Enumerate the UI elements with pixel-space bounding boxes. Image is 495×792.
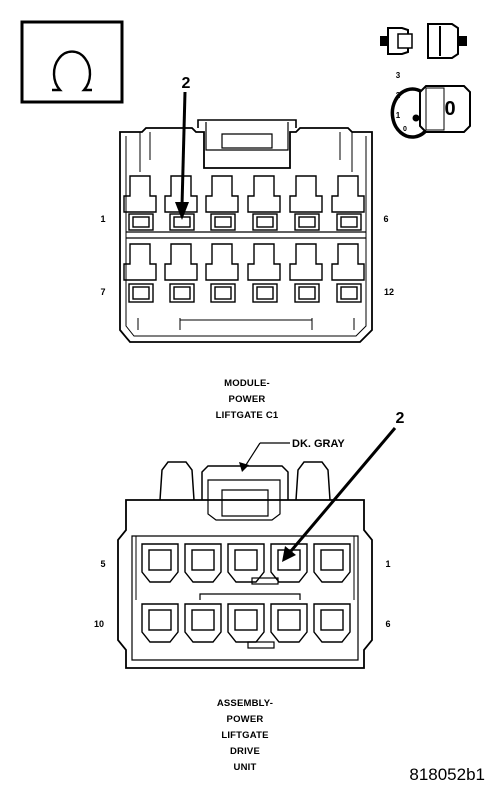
cavity-outline [289, 243, 323, 303]
cavity-outline [270, 603, 308, 643]
caption-line: LIFTGATE C1 [215, 410, 279, 421]
cavity-outline [289, 175, 323, 231]
cavity-outline [164, 243, 198, 303]
connector-drive-caption: ASSEMBLY- POWER LIFTGATE DRIVE UNIT [145, 696, 345, 776]
ignition-position-label: 1 [396, 111, 401, 120]
cavity-outline [247, 175, 281, 231]
pin-number-label: 12 [384, 287, 394, 297]
cavity-outline [123, 175, 157, 231]
cavity-outline [184, 603, 222, 643]
ignition-key-label: 0 [444, 98, 455, 120]
color-label: DK. GRAY [292, 438, 345, 450]
connector-drive-housing [117, 461, 373, 669]
caption-line: ASSEMBLY- [216, 698, 274, 709]
pin-number-label: 10 [94, 619, 104, 629]
cavity-outline [141, 603, 179, 643]
ignition-position-label: 2 [396, 91, 401, 100]
pin-number-label: 7 [100, 287, 105, 297]
pin-number-label: 5 [100, 559, 105, 569]
caption-line: MODULE- [224, 378, 270, 389]
cavity-outline [227, 603, 265, 643]
ignition-position-label: 3 [396, 71, 401, 80]
cavity-outline [205, 175, 239, 231]
pin-number-label: 1 [100, 214, 105, 224]
connector-disconnect-icon [380, 23, 467, 59]
caption-line: POWER [226, 714, 264, 725]
connector-drive-cavities [141, 543, 351, 649]
pin-number-label: 1 [385, 559, 390, 569]
callout-number: 2 [396, 410, 405, 427]
cavity-outline [227, 543, 265, 583]
cavity-outline [331, 175, 365, 231]
cavity-outline [313, 543, 351, 583]
connector-c1-housing [119, 119, 373, 343]
caption-line: LIFTGATE [221, 730, 269, 741]
cavity-outline [141, 543, 179, 583]
connector-c1-cavities [123, 175, 365, 303]
color-callout-leader [239, 442, 290, 472]
pin-number-label: 6 [383, 214, 388, 224]
cavity-outline [123, 243, 157, 303]
caption-line: UNIT [233, 762, 257, 773]
callout-arrow [175, 91, 189, 220]
cavity-outline [247, 243, 281, 303]
caption-line: POWER [228, 394, 266, 405]
cavity-outline [331, 243, 365, 303]
connector-c1-caption: MODULE- POWER LIFTGATE C1 [147, 376, 347, 424]
callout-number: 2 [182, 75, 191, 92]
callout-arrow [282, 427, 397, 562]
ignition-key-icon [390, 85, 471, 139]
cavity-outline [205, 243, 239, 303]
cavity-outline [184, 543, 222, 583]
figure-id: 818052b1 [409, 765, 485, 784]
ohm-symbol-icon [20, 20, 124, 104]
caption-line: DRIVE [229, 746, 261, 757]
cavity-outline [313, 603, 351, 643]
pin-number-label: 6 [385, 619, 390, 629]
ignition-position-label: 0 [403, 126, 407, 133]
